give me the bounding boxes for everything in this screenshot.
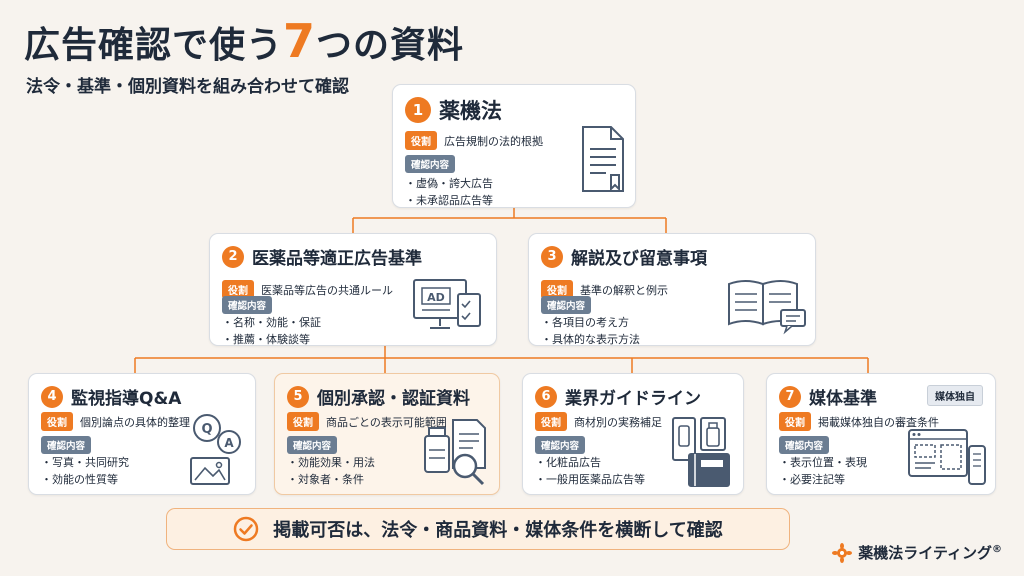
bottle-magnifier-icon	[424, 419, 486, 486]
list-item: ・未承認品広告等	[405, 194, 493, 207]
check-items: ・各項目の考え方 ・具体的な表示方法	[541, 314, 640, 348]
card-number: 1	[405, 97, 431, 123]
check-items: ・写真・共同研究 ・効能の性質等	[41, 454, 129, 488]
card-number: 6	[535, 385, 557, 408]
card-4-qa: 4 監視指導Q&A 役割 個別論点の具体的整理 確認内容 ・写真・共同研究 ・効…	[28, 373, 256, 495]
check-label: 確認内容	[41, 436, 92, 454]
role-text: 基準の解釈と例示	[580, 283, 668, 297]
list-item: ・推薦・体験談等	[222, 333, 310, 346]
card-number: 7	[779, 385, 801, 408]
list-item: ・写真・共同研究	[41, 456, 129, 469]
conclusion-banner: 掲載可否は、法令・商品資料・媒体条件を横断して確認	[166, 508, 790, 550]
title-number: 7	[283, 14, 317, 68]
role-text: 広告規制の法的根拠	[444, 134, 543, 148]
check-label: 確認内容	[541, 296, 592, 314]
role-badge: 役割	[541, 280, 573, 299]
check-label: 確認内容	[405, 155, 456, 173]
check-items: ・化粧品広告 ・一般用医薬品広告等	[535, 454, 645, 488]
card-title: 薬機法	[439, 99, 502, 123]
svg-text:A: A	[224, 436, 234, 450]
list-item: ・各項目の考え方	[541, 316, 629, 329]
check-label: 確認内容	[779, 436, 830, 454]
list-item: ・表示位置・表現	[779, 456, 867, 469]
leaf-logo-icon	[832, 542, 853, 563]
brand-name: 薬機法ライティング®	[858, 544, 1002, 562]
list-item: ・虚偽・誇大広告	[405, 177, 493, 190]
page-title: 広告確認で使う7つの資料	[24, 14, 465, 68]
role-text: 医薬品等広告の共通ルール	[261, 283, 393, 297]
card-title: 個別承認・認証資料	[317, 389, 470, 409]
card-number: 5	[287, 385, 309, 408]
list-item: ・一般用医薬品広告等	[535, 473, 645, 486]
card-6-industry-guidelines: 6 業界ガイドライン 役割 商材別の実務補足 確認内容 ・化粧品広告 ・一般用医…	[522, 373, 744, 495]
check-label: 確認内容	[222, 296, 273, 314]
check-items: ・名称・効能・保証 ・推薦・体験談等	[222, 314, 321, 348]
role-text: 掲載媒体独自の審査条件	[818, 415, 939, 429]
ad-monitor-icon: AD	[413, 279, 481, 329]
check-items: ・効能効果・用法 ・対象者・条件	[287, 454, 375, 488]
role-text: 個別論点の具体的整理	[80, 415, 190, 429]
list-item: ・対象者・条件	[287, 473, 364, 486]
list-item: ・効能効果・用法	[287, 456, 375, 469]
check-circle-icon	[234, 516, 259, 542]
card-3-commentary: 3 解説及び留意事項 役割 基準の解釈と例示 確認内容 ・各項目の考え方 ・具体…	[528, 233, 816, 346]
check-label: 確認内容	[535, 436, 586, 454]
list-item: ・名称・効能・保証	[222, 316, 321, 329]
banner-text: 掲載可否は、法令・商品資料・媒体条件を横断して確認	[273, 520, 723, 541]
card-title: 医薬品等適正広告基準	[252, 249, 422, 269]
role-badge: 役割	[41, 412, 73, 431]
cosmetics-book-icon	[672, 417, 730, 487]
card-number: 4	[41, 385, 63, 408]
role-badge: 役割	[405, 131, 437, 150]
svg-text:AD: AD	[427, 291, 445, 304]
role-text: 商品ごとの表示可能範囲	[326, 415, 447, 429]
list-item: ・必要注記等	[779, 473, 845, 486]
role-badge: 役割	[222, 280, 254, 299]
list-item: ・効能の性質等	[41, 473, 118, 486]
card-2-ad-standards: 2 医薬品等適正広告基準 役割 医薬品等広告の共通ルール 確認内容 ・名称・効能…	[209, 233, 497, 346]
open-book-icon	[728, 280, 806, 335]
layout-device-icon	[908, 429, 986, 485]
registered-mark: ®	[992, 544, 1002, 555]
card-title: 業界ガイドライン	[565, 389, 701, 409]
list-item: ・化粧品広告	[535, 456, 601, 469]
document-icon	[582, 126, 624, 192]
card-5-approval-docs: 5 個別承認・認証資料 役割 商品ごとの表示可能範囲 確認内容 ・効能効果・用法…	[274, 373, 500, 495]
qa-image-icon: Q A	[190, 414, 241, 485]
card-7-media-standards: 7 媒体基準 媒体独自 役割 掲載媒体独自の審査条件 確認内容 ・表示位置・表現…	[766, 373, 996, 495]
page-subtitle: 法令・基準・個別資料を組み合わせて確認	[26, 77, 349, 97]
check-items: ・虚偽・誇大広告 ・未承認品広告等	[405, 175, 493, 209]
svg-text:Q: Q	[201, 422, 212, 437]
card-title: 解説及び留意事項	[571, 249, 707, 269]
role-badge: 役割	[535, 412, 567, 431]
role-text: 商材別の実務補足	[574, 415, 662, 429]
card-title: 監視指導Q&A	[71, 389, 182, 409]
brand-logo: 薬機法ライティング®	[832, 542, 1002, 563]
role-badge: 役割	[779, 412, 811, 431]
role-badge: 役割	[287, 412, 319, 431]
card-1-pharma-law: 1 薬機法 役割 広告規制の法的根拠 確認内容 ・虚偽・誇大広告 ・未承認品広告…	[392, 84, 636, 208]
card-number: 2	[222, 245, 244, 268]
check-label: 確認内容	[287, 436, 338, 454]
list-item: ・具体的な表示方法	[541, 333, 640, 346]
card-title: 媒体基準	[809, 389, 877, 409]
card-number: 3	[541, 245, 563, 268]
check-items: ・表示位置・表現 ・必要注記等	[779, 454, 867, 488]
media-specific-tag: 媒体独自	[927, 385, 983, 406]
